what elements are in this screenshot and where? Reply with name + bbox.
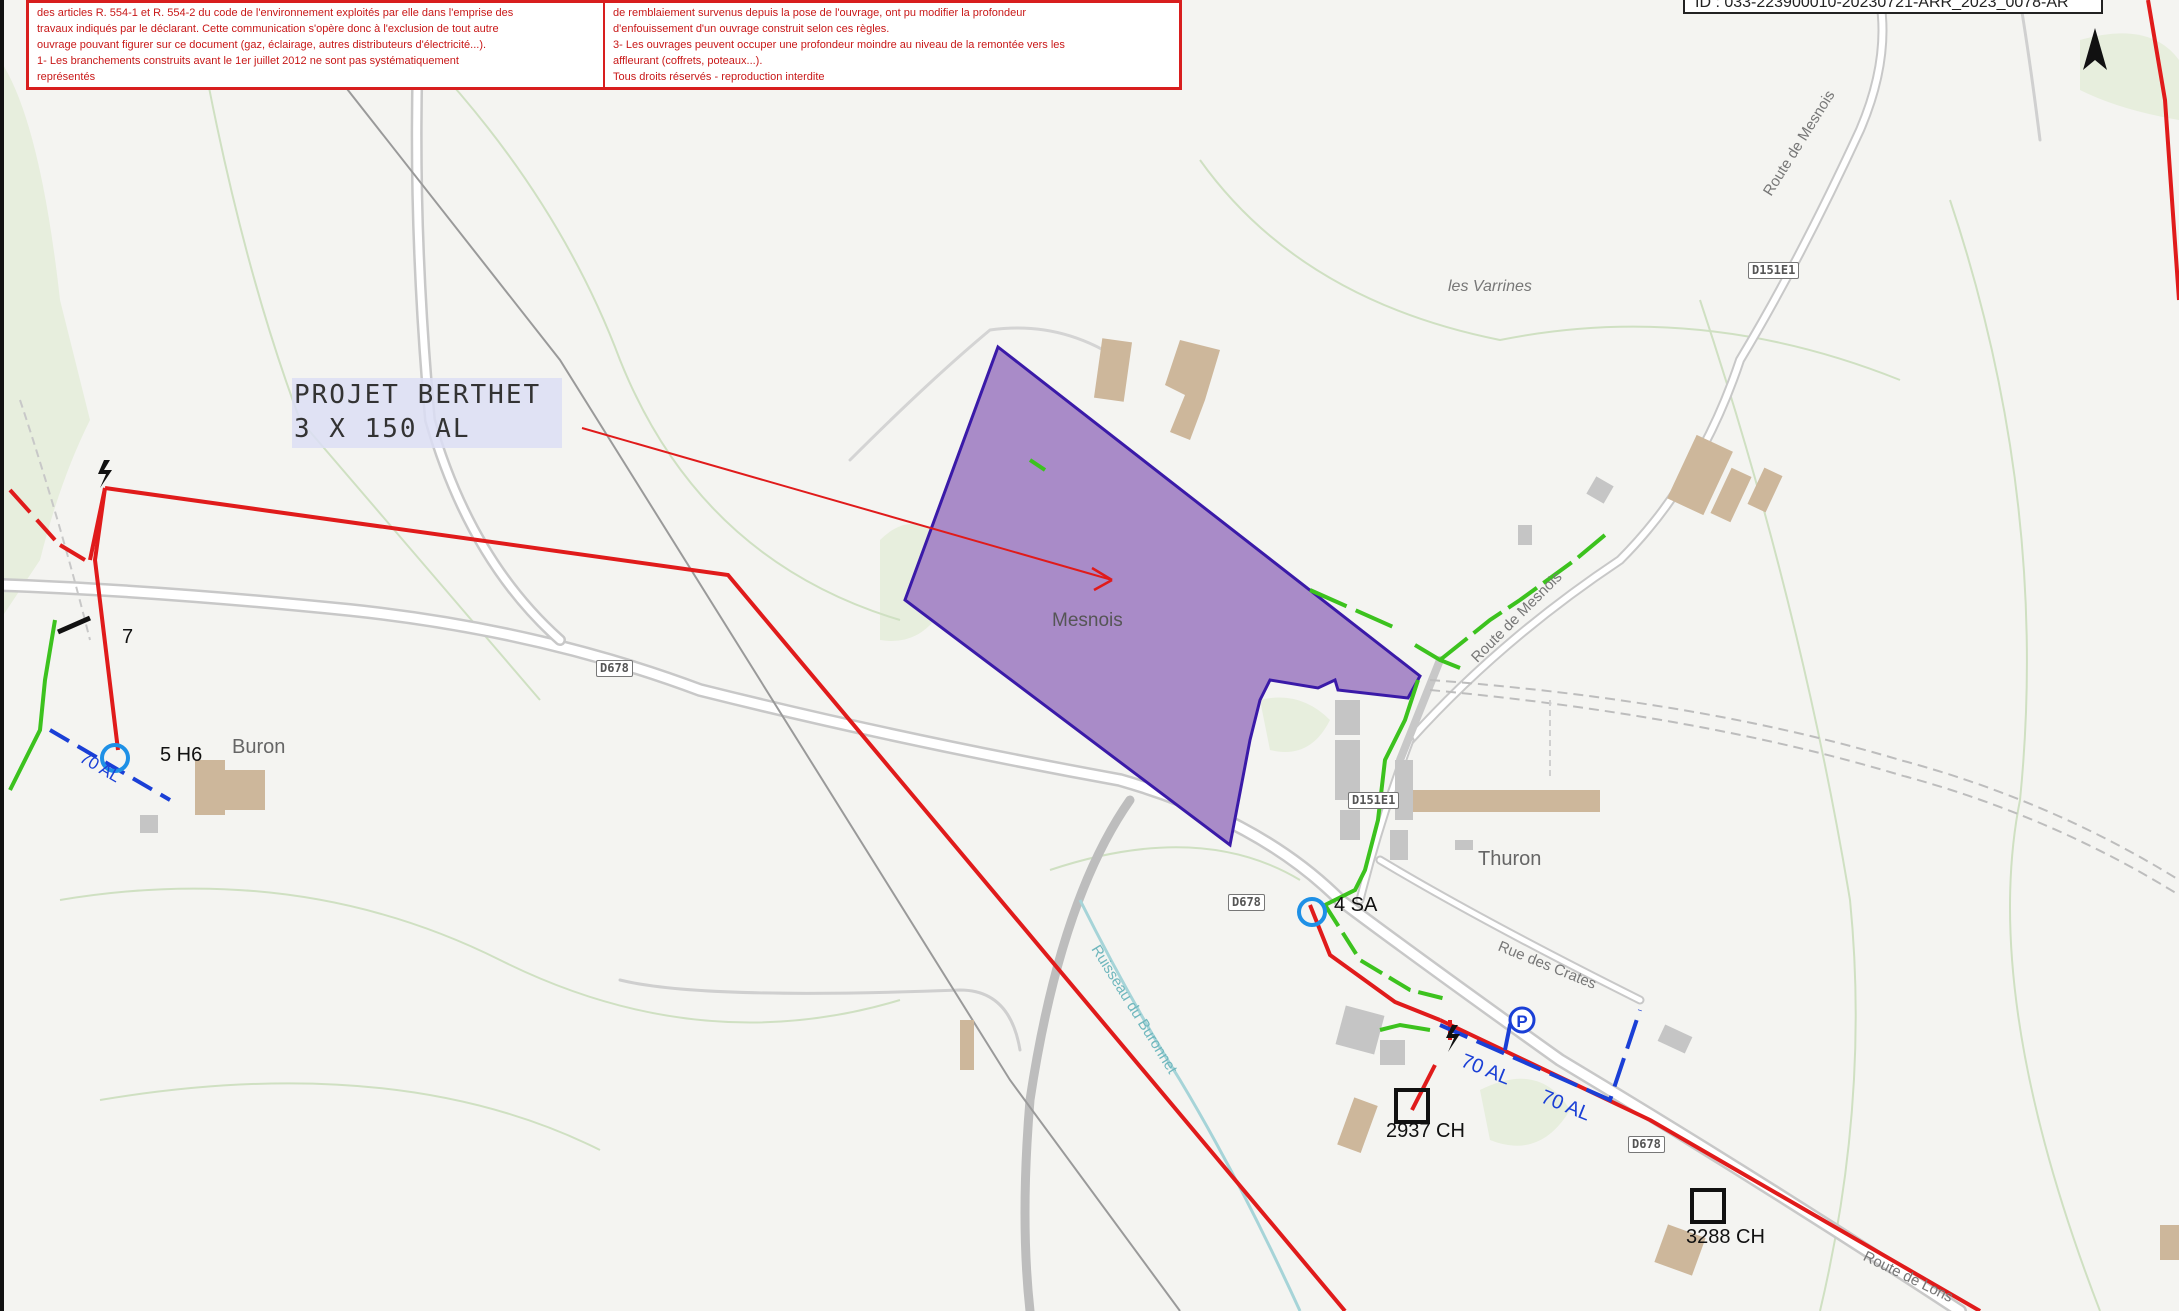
box-3288-label: 3288 CH — [1686, 1226, 1765, 1248]
projet-label: PROJET BERTHET 3 X 150 AL — [292, 378, 562, 448]
ch-2937-box-icon[interactable] — [1394, 1088, 1430, 1124]
project-parcel[interactable] — [903, 344, 1422, 848]
place-buron: Buron — [232, 736, 286, 758]
grey-buildings — [140, 476, 1693, 1065]
railway-line — [19, 79, 2179, 1311]
ch-3288-box-icon[interactable] — [1690, 1188, 1726, 1224]
substation-sa-label: 4 SA — [1334, 894, 1378, 916]
h6-substation-icon[interactable] — [100, 743, 130, 773]
road-tag-d678-west: D678 — [596, 660, 633, 677]
lightning-icon-thuron — [1446, 1025, 1460, 1052]
buildings — [195, 338, 2179, 1276]
legend-left-line: ouvrage pouvant figurer sur ce document … — [37, 39, 487, 51]
stream-line — [1078, 899, 1302, 1311]
legend-right-line: d'enfouissement d'un ouvrage construit s… — [613, 23, 890, 35]
legend-left-line: représentés — [37, 71, 96, 83]
place-les-varrines: les Varrines — [1448, 278, 1532, 295]
hta-network — [8, 0, 2179, 1311]
legend-left-column: des articles R. 554-1 et R. 554-2 du cod… — [29, 3, 603, 87]
project-arrow — [581, 427, 1113, 592]
sa-substation-icon[interactable] — [1297, 897, 1327, 927]
contour-lines — [59, 39, 2101, 1311]
place-mesnois: Mesnois — [1052, 610, 1123, 631]
svg-text:P: P — [1516, 1012, 1527, 1031]
legend-left-line: 1- Les branchements construits avant le … — [37, 55, 459, 67]
substation-h6-label: 5 H6 — [160, 744, 203, 766]
road-tag-d678-center: D678 — [1228, 894, 1265, 911]
document-id: ID : 033-223900010-20230721-ARR_2023_007… — [1683, 0, 2103, 14]
map-frame-left — [0, 0, 4, 1311]
legend-right-line: affleurant (coffrets, poteaux...). — [613, 55, 763, 67]
projet-cable: 3 X 150 AL — [294, 414, 471, 444]
place-thuron: Thuron — [1478, 848, 1542, 870]
projet-title: PROJET BERTHET — [294, 380, 542, 410]
road-tag-d151e1-thuron: D151E1 — [1348, 792, 1400, 809]
legend-right-column: de remblaiement survenus depuis la pose … — [603, 3, 1179, 87]
pole-7-label: 7 — [122, 626, 134, 648]
legend-right-line: 3- Les ouvrages peuvent occuper une prof… — [613, 39, 1065, 51]
box-2937-label: 2937 CH — [1386, 1120, 1465, 1142]
lightning-icon — [98, 460, 112, 488]
road-tag-d678-east: D678 — [1628, 1136, 1665, 1153]
parking-icon: P — [1508, 1006, 1536, 1034]
legend-left-line: travaux indiqués par le déclarant. Cette… — [37, 23, 499, 35]
pole-7-marker[interactable] — [56, 615, 92, 635]
legend-right-line: Tous droits réservés - reproduction inte… — [613, 71, 825, 83]
legend-notice: des articles R. 554-1 et R. 554-2 du cod… — [26, 0, 1182, 90]
legend-right-line: de remblaiement survenus depuis la pose … — [613, 7, 1027, 19]
legend-left-line: des articles R. 554-1 et R. 554-2 du cod… — [37, 7, 514, 19]
north-arrow-icon — [2083, 28, 2107, 70]
road-tag-d151e1: D151E1 — [1748, 262, 1800, 279]
bt-green-network — [8, 458, 1607, 1032]
